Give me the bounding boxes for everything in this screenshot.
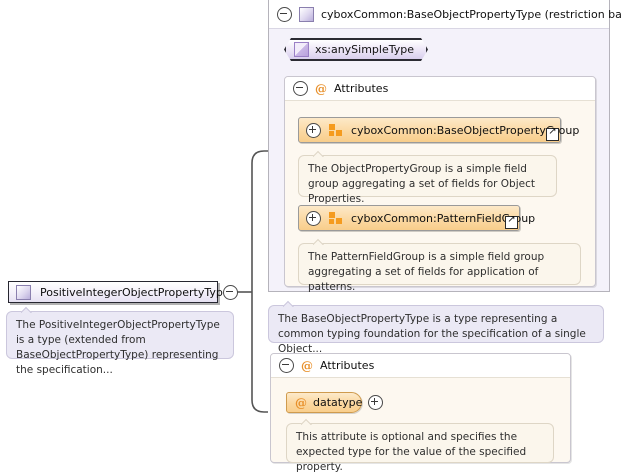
own-attributes-header: @ Attributes [271, 354, 570, 378]
annotation-base-type: The BaseObjectPropertyType is a type rep… [268, 305, 604, 355]
own-attributes-label: Attributes [320, 359, 375, 372]
bubble-tail [301, 418, 312, 425]
plus-icon-baseobjectpropertygroup[interactable] [306, 122, 321, 138]
annotation-datatype: This attribute is optional and specifies… [286, 423, 554, 473]
annotation-root-type: The PositiveIntegerObjectPropertyType is… [6, 311, 234, 376]
minus-icon-own-attributes[interactable] [279, 358, 294, 373]
base-type-header: cyboxCommon:BaseObjectPropertyType (rest… [269, 0, 621, 29]
attribute-datatype[interactable]: @ datatype [286, 392, 362, 413]
annotation-base-type-text: The BaseObjectPropertyType is a type rep… [278, 313, 586, 355]
plus-icon-datatype[interactable] [368, 395, 383, 410]
bubble-tail [283, 300, 294, 307]
type-node-positiveintegerobjectpropertytype[interactable]: PositiveIntegerObjectPropertyType [8, 281, 230, 303]
attribute-group-label: cyboxCommon:PatternFieldGroup [351, 211, 536, 225]
attribute-group-icon [329, 212, 343, 224]
annotation-baseobjectpropertygroup-text: The ObjectPropertyGroup is a simple fiel… [308, 163, 535, 205]
base-type-title: cyboxCommon:BaseObjectPropertyType (rest… [321, 7, 621, 21]
minus-icon-root-type[interactable] [223, 285, 238, 300]
annotation-patternfieldgroup: The PatternFieldGroup is a simple field … [298, 243, 581, 293]
external-link-icon[interactable] [505, 214, 518, 229]
annotation-patternfieldgroup-text: The PatternFieldGroup is a simple field … [308, 251, 545, 293]
type-node-label: PositiveIntegerObjectPropertyType [40, 285, 230, 299]
attribute-group-patternfieldgroup[interactable]: cyboxCommon:PatternFieldGroup [298, 205, 535, 231]
at-icon-base-attributes: @ [315, 81, 327, 96]
complex-type-icon-base [299, 6, 314, 22]
at-icon-own-attributes: @ [301, 358, 313, 373]
external-link-icon[interactable] [546, 126, 559, 141]
simple-type-icon [294, 42, 309, 57]
bubble-tail [21, 306, 32, 313]
bubble-tail [313, 238, 324, 245]
plus-icon-patternfieldgroup[interactable] [306, 210, 321, 226]
minus-icon-base-attributes[interactable] [293, 81, 308, 96]
annotation-baseobjectpropertygroup: The ObjectPropertyGroup is a simple fiel… [298, 155, 557, 205]
annotation-datatype-text: This attribute is optional and specifies… [296, 431, 527, 473]
annotation-root-type-text: The PositiveIntegerObjectPropertyType is… [16, 319, 220, 376]
attribute-datatype-label: datatype [313, 396, 363, 409]
base-attributes-header: @ Attributes [285, 77, 595, 101]
minus-icon-base-type[interactable] [277, 6, 292, 22]
simple-type-label: xs:anySimpleType [315, 43, 414, 56]
at-icon-datatype: @ [295, 395, 307, 410]
attribute-group-label: cyboxCommon:BaseObjectPropertyGroup [351, 123, 580, 137]
attribute-group-icon [329, 124, 343, 136]
complex-type-icon [16, 284, 31, 300]
bubble-tail [313, 150, 324, 157]
base-attributes-label: Attributes [334, 82, 389, 95]
attribute-group-baseobjectpropertygroup[interactable]: cyboxCommon:BaseObjectPropertyGroup [298, 117, 579, 143]
simple-type-anysimpletype[interactable]: xs:anySimpleType [284, 38, 428, 61]
